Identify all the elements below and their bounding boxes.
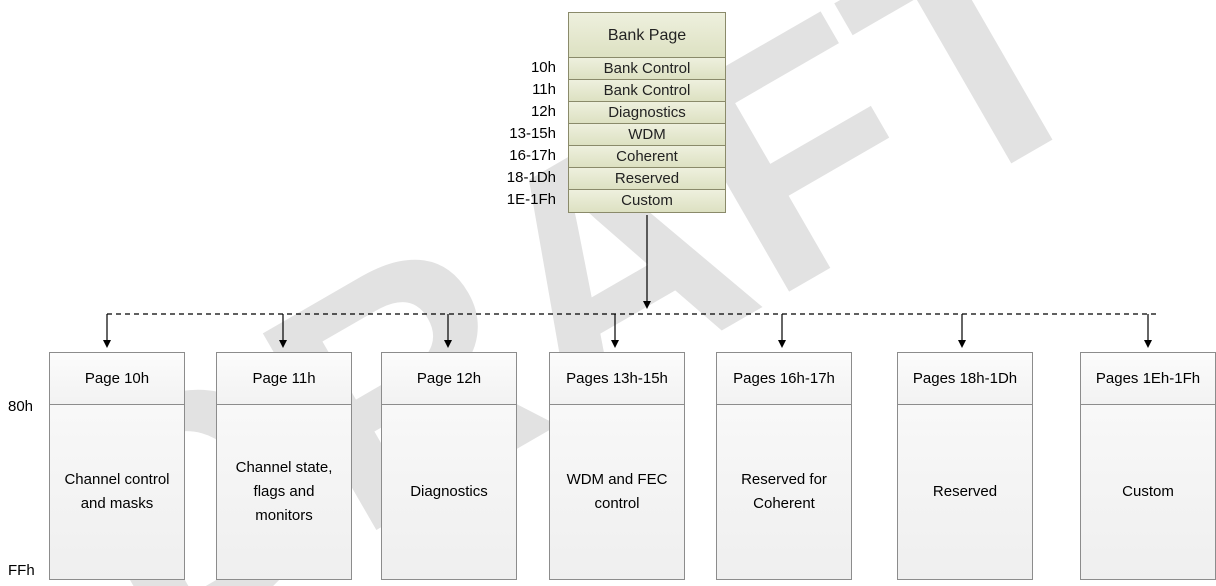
- page-box-16h-17h-body: Reserved for Coherent: [741, 471, 827, 512]
- page-box-11h-body: Channel state, flags and monitors: [235, 459, 333, 524]
- bank-address-labels: 10h 11h 12h 13-15h 16-17h 18-1Dh 1E-1Fh: [438, 12, 562, 211]
- bank-address-3: 13-15h: [509, 125, 556, 142]
- bank-address-6: 1E-1Fh: [506, 191, 556, 208]
- page-box-13h-15h-title: Pages 13h-15h: [550, 353, 684, 405]
- bank-row-wdm: WDM: [569, 124, 725, 146]
- address-label-bottom: FFh: [8, 562, 35, 579]
- page-box-13h-15h-body: WDM and FEC control: [566, 471, 668, 512]
- page-box-1Eh-1Fh-title: Pages 1Eh-1Fh: [1081, 353, 1215, 405]
- bank-row-coherent: Coherent: [569, 146, 725, 168]
- bank-address-2: 12h: [530, 103, 556, 120]
- bank-page-table: Bank Page Bank Control Bank Control Diag…: [568, 12, 726, 213]
- bank-page-header: Bank Page: [569, 13, 725, 58]
- bank-row-reserved: Reserved: [569, 168, 725, 190]
- page-box-11h-title: Page 11h: [217, 353, 351, 405]
- bank-row-bank-control-11h: Bank Control: [569, 80, 725, 102]
- page-box-1Eh-1Fh: Pages 1Eh-1Fh Custom: [1080, 352, 1216, 580]
- page-box-18h-1Dh: Pages 18h-1Dh Reserved: [897, 352, 1033, 580]
- page-box-10h-title: Page 10h: [50, 353, 184, 405]
- bank-address-4: 16-17h: [509, 147, 556, 164]
- address-label-top: 80h: [8, 398, 34, 415]
- bank-address-5: 18-1Dh: [506, 169, 556, 186]
- page-box-1Eh-1Fh-body: Custom: [1122, 483, 1174, 500]
- page-box-13h-15h: Pages 13h-15h WDM and FEC control: [549, 352, 685, 580]
- bank-row-custom: Custom: [569, 190, 725, 212]
- bank-address-0: 10h: [530, 59, 556, 76]
- page-box-12h: Page 12h Diagnostics: [381, 352, 517, 580]
- page-box-12h-body: Diagnostics: [410, 483, 488, 500]
- page-box-16h-17h-title: Pages 16h-17h: [717, 353, 851, 405]
- bank-row-diagnostics: Diagnostics: [569, 102, 725, 124]
- bank-address-1: 11h: [532, 81, 556, 98]
- bank-row-bank-control-10h: Bank Control: [569, 58, 725, 80]
- page-box-10h: Page 10h Channel control and masks: [49, 352, 185, 580]
- bank-header-spacer: [438, 12, 562, 57]
- page-box-16h-17h: Pages 16h-17h Reserved for Coherent: [716, 352, 852, 580]
- page-box-10h-body: Channel control and masks: [64, 471, 170, 512]
- page-box-11h: Page 11h Channel state, flags and monito…: [216, 352, 352, 580]
- page-box-18h-1Dh-body: Reserved: [932, 483, 998, 500]
- page-box-12h-title: Page 12h: [382, 353, 516, 405]
- page-box-18h-1Dh-title: Pages 18h-1Dh: [898, 353, 1032, 405]
